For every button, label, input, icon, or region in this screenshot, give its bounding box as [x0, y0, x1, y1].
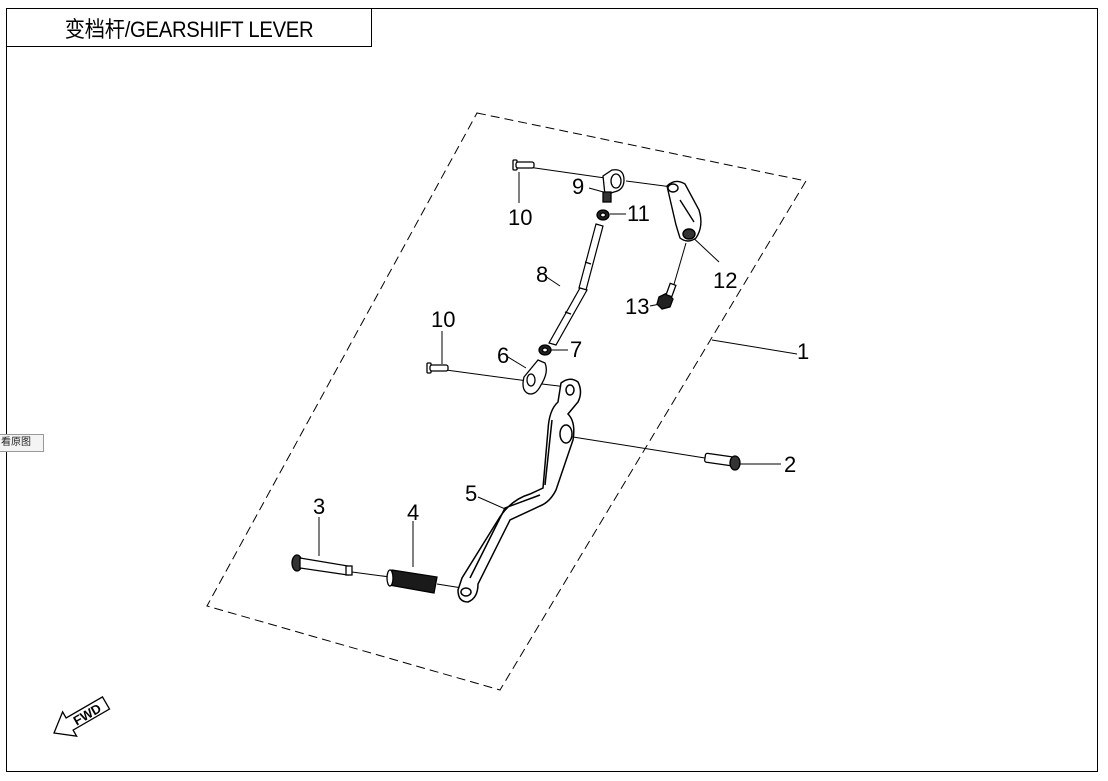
leader-lines	[318, 165, 798, 589]
callout-labels: 1 2 3 4 5 6 7 8 9 10 10 11 12 13	[313, 174, 809, 525]
callout-6: 6	[497, 343, 509, 368]
title-box: 变档杆/GEARSHIFT LEVER	[6, 8, 372, 47]
callout-12: 12	[713, 268, 737, 293]
bolt-arm	[656, 282, 677, 310]
callout-1: 1	[797, 339, 809, 364]
callout-10-lower: 10	[431, 307, 455, 332]
forward-arrow-icon: FWD	[53, 696, 111, 737]
nut-upper	[596, 209, 610, 221]
pin-upper	[512, 159, 535, 171]
callout-10-upper: 10	[508, 205, 532, 230]
pin-lower	[426, 362, 449, 374]
assembly-boundary	[206, 112, 807, 691]
pivot-bolt	[704, 452, 741, 471]
footpeg-bolt	[291, 554, 353, 576]
callout-3: 3	[313, 494, 325, 519]
view-original-tab[interactable]: 看原图	[0, 434, 44, 452]
diagram-title: 变档杆/GEARSHIFT LEVER	[64, 16, 314, 42]
callout-5: 5	[465, 481, 477, 506]
rubber-peg	[386, 569, 438, 594]
callout-8: 8	[536, 262, 548, 287]
gearshift-lever	[457, 378, 582, 603]
diagram-frame	[6, 8, 1098, 772]
callout-11: 11	[627, 201, 650, 226]
callout-2: 2	[784, 452, 796, 477]
callout-7: 7	[570, 337, 582, 362]
rod-end-upper	[602, 169, 625, 203]
shift-rod	[548, 223, 604, 346]
callout-9: 9	[572, 174, 584, 199]
callout-4: 4	[407, 500, 419, 525]
nut-lower	[538, 344, 552, 356]
shift-arm	[666, 180, 702, 242]
callout-13: 13	[625, 294, 649, 319]
rod-end-lower	[522, 359, 547, 395]
